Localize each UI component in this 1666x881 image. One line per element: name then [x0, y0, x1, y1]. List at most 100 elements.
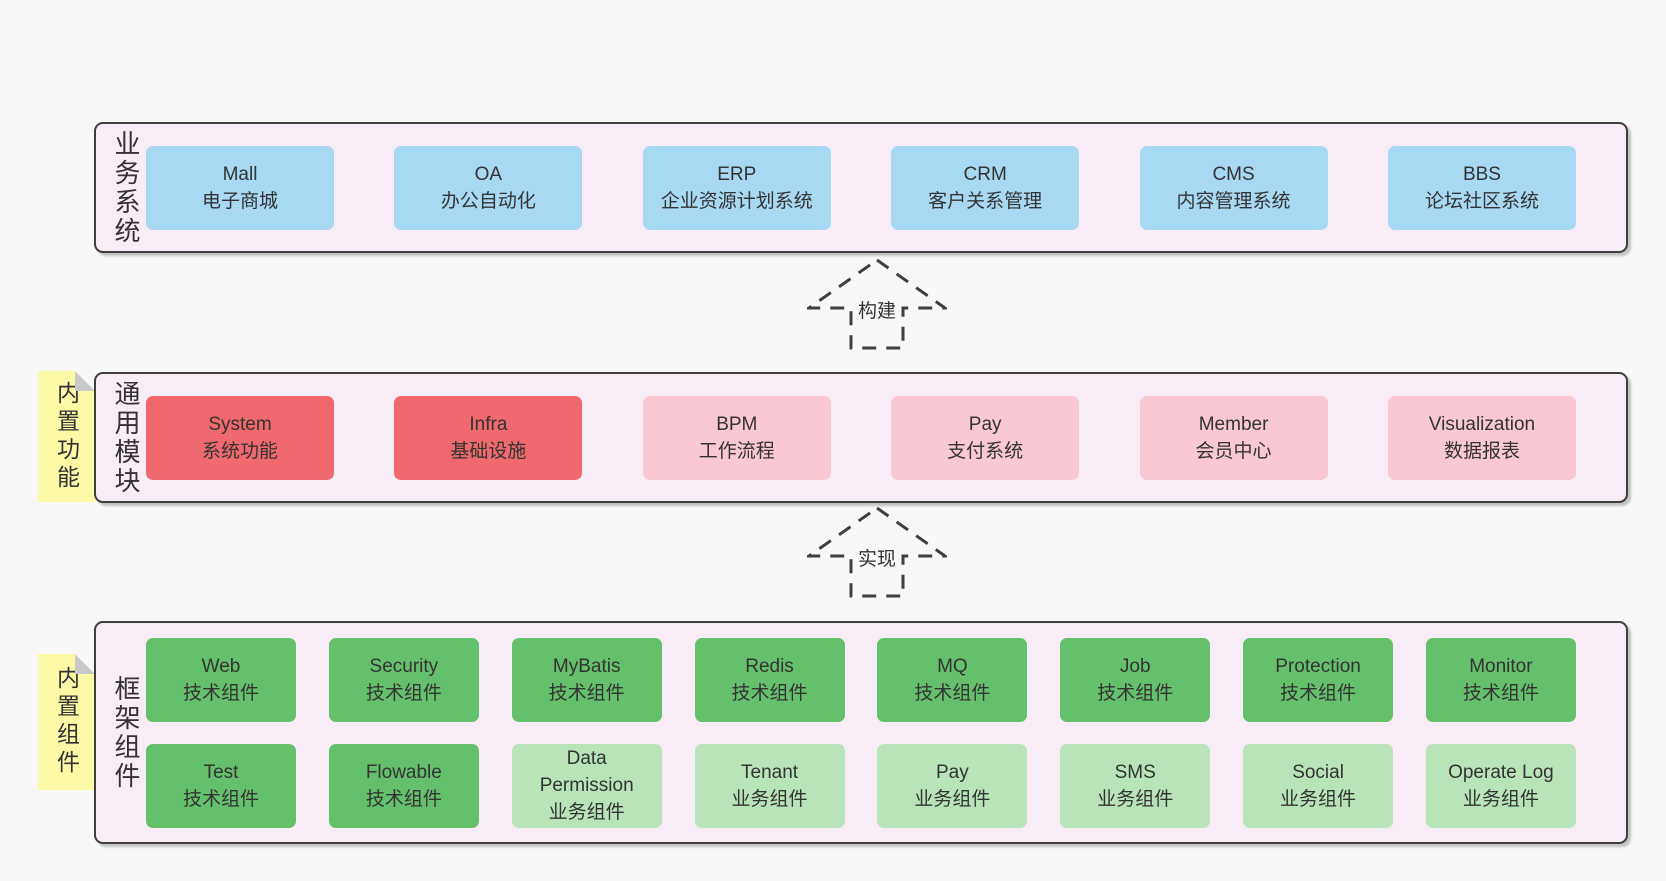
box-title: System	[208, 413, 272, 435]
box-tenant: Tenant 业务组件	[694, 743, 845, 828]
box-subtitle: 技术组件	[1280, 682, 1357, 704]
build-arrow-label: 构建	[858, 300, 896, 322]
box-pay: Pay 业务组件	[877, 743, 1028, 828]
box-subtitle: 系统功能	[201, 440, 278, 462]
box-subtitle: 技术组件	[914, 682, 991, 704]
box-title: MQ	[937, 655, 968, 677]
box-mq: MQ 技术组件	[877, 637, 1028, 722]
box-system: System 系统功能	[146, 395, 334, 480]
box-subtitle: 办公自动化	[440, 190, 536, 212]
box-job: Job 技术组件	[1060, 637, 1211, 722]
box-subtitle: 技术组件	[731, 682, 808, 704]
box-infra: Infra 基础设施	[394, 395, 583, 480]
box-subtitle: 业务组件	[731, 788, 808, 810]
box-subtitle: 论坛社区系统	[1424, 190, 1539, 212]
arrow-label-backdrop	[853, 298, 901, 324]
box-title: MyBatis	[552, 655, 621, 677]
box-subtitle: 内容管理系统	[1176, 190, 1291, 212]
box-title: Pay	[968, 413, 1002, 435]
box-security: Security 技术组件	[328, 637, 479, 722]
box-subtitle: 技术组件	[1097, 682, 1174, 704]
box-title: Flowable	[365, 761, 442, 783]
box-subtitle: 企业资源计划系统	[660, 190, 813, 212]
band-label-business-systems: 业务系统	[111, 129, 141, 246]
box-title: Protection	[1275, 655, 1361, 677]
box-title: CMS	[1212, 163, 1255, 185]
box-title: Member	[1198, 413, 1269, 435]
box-subtitle: 客户关系管理	[928, 190, 1043, 212]
box-monitor: Monitor 技术组件	[1425, 637, 1576, 722]
box-title: Operate Log	[1448, 761, 1554, 783]
box-title: Web	[201, 655, 241, 677]
box-subtitle: 会员中心	[1195, 440, 1272, 462]
sticky-note-built-in-components: 内置组件	[38, 654, 95, 790]
sticky-note-label: 内置功能	[53, 380, 80, 493]
band-label-framework-components: 框架组件	[111, 674, 141, 791]
sticky-fold-corner-icon	[75, 371, 95, 391]
box-title: Redis	[745, 655, 794, 677]
box-title: Data Permission	[539, 748, 634, 796]
box-member: Member 会员中心	[1139, 395, 1328, 480]
arrow-label-backdrop	[853, 546, 901, 572]
box-subtitle: 业务组件	[548, 802, 625, 823]
box-title: Mall	[222, 163, 258, 185]
box-title: ERP	[717, 163, 757, 185]
box-title: Infra	[469, 413, 508, 435]
box-title: SMS	[1114, 761, 1156, 783]
box-subtitle: 业务组件	[1097, 788, 1174, 810]
sticky-note-label: 内置组件	[53, 666, 80, 778]
box-subtitle: 业务组件	[1462, 788, 1539, 810]
box-erp: ERP 企业资源计划系统	[642, 145, 831, 230]
sticky-note-built-in-features: 内置功能	[38, 371, 95, 502]
implement-arrow-icon: 实现	[807, 506, 947, 598]
box-subtitle: 技术组件	[365, 682, 442, 704]
box-subtitle: 技术组件	[1462, 682, 1539, 704]
sticky-fold-corner-icon	[75, 654, 95, 674]
dashed-up-arrow-shape	[807, 258, 947, 350]
box-title: Visualization	[1428, 413, 1536, 435]
box-title: Job	[1119, 655, 1151, 677]
box-subtitle: 技术组件	[548, 682, 625, 704]
box-subtitle: 电子商城	[201, 190, 278, 212]
box-title: Tenant	[741, 761, 799, 783]
band-label-common-modules: 通用模块	[111, 379, 141, 496]
box-operate-log: Operate Log 业务组件	[1425, 743, 1576, 828]
box-title: Test	[203, 761, 239, 783]
box-subtitle: 技术组件	[182, 682, 259, 704]
box-title: OA	[474, 163, 503, 185]
build-arrow-icon: 构建	[807, 258, 947, 350]
box-flowable: Flowable 技术组件	[328, 743, 479, 828]
box-mall: Mall 电子商城	[146, 145, 334, 230]
box-subtitle: 技术组件	[365, 788, 442, 810]
box-web: Web 技术组件	[146, 637, 296, 722]
box-redis: Redis 技术组件	[694, 637, 845, 722]
box-title: Monitor	[1469, 655, 1533, 677]
box-protection: Protection 技术组件	[1243, 637, 1394, 722]
box-subtitle: 数据报表	[1443, 440, 1520, 462]
box-oa: OA 办公自动化	[394, 145, 583, 230]
box-sms: SMS 业务组件	[1060, 743, 1211, 828]
box-title: BPM	[716, 413, 758, 435]
box-cms: CMS 内容管理系统	[1139, 145, 1328, 230]
implement-arrow-label: 实现	[858, 548, 896, 570]
box-subtitle: 业务组件	[914, 788, 991, 810]
box-subtitle: 基础设施	[450, 440, 527, 462]
box-title: Security	[369, 655, 439, 677]
box-visualization: Visualization 数据报表	[1387, 395, 1576, 480]
box-title: Pay	[936, 761, 969, 783]
box-subtitle: 业务组件	[1280, 788, 1357, 810]
dashed-up-arrow-shape	[807, 506, 947, 598]
